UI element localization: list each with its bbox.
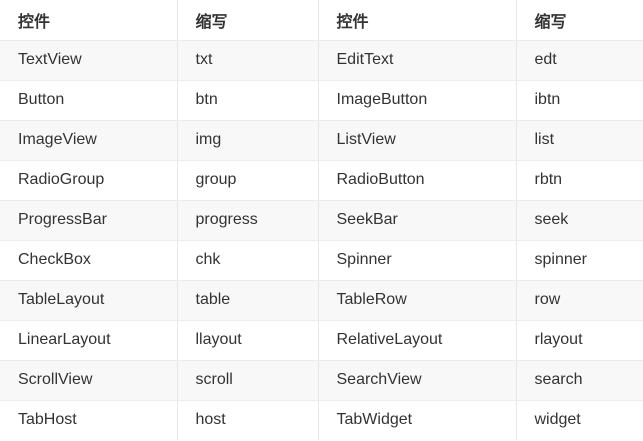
table-cell: ibtn: [516, 80, 643, 121]
table-cell: RadioButton: [318, 160, 517, 201]
table-cell: ScrollView: [0, 360, 178, 401]
table-cell: TextView: [0, 40, 178, 81]
table-cell: chk: [177, 240, 319, 281]
table-cell: TabHost: [0, 400, 178, 440]
table-row: ProgressBar progress SeekBar seek: [0, 200, 643, 241]
table-cell: ImageView: [0, 120, 178, 161]
table-cell: Button: [0, 80, 178, 121]
table-cell: SearchView: [318, 360, 517, 401]
header-widget-1: 控件: [0, 0, 178, 41]
table-cell: edt: [516, 40, 643, 81]
table-cell: TabWidget: [318, 400, 517, 440]
table-cell: RadioGroup: [0, 160, 178, 201]
table-cell: progress: [177, 200, 319, 241]
table-cell: host: [177, 400, 319, 440]
table-cell: seek: [516, 200, 643, 241]
table-cell: rlayout: [516, 320, 643, 361]
table-cell: llayout: [177, 320, 319, 361]
table-cell: CheckBox: [0, 240, 178, 281]
header-abbr-2: 缩写: [516, 0, 643, 41]
table-cell: rbtn: [516, 160, 643, 201]
table-row: RadioGroup group RadioButton rbtn: [0, 160, 643, 201]
table-row: Button btn ImageButton ibtn: [0, 80, 643, 121]
table-header-row: 控件 缩写 控件 缩写: [0, 0, 643, 41]
table-cell: widget: [516, 400, 643, 440]
table-cell: txt: [177, 40, 319, 81]
table-cell: scroll: [177, 360, 319, 401]
table-row: TableLayout table TableRow row: [0, 280, 643, 321]
table-cell: group: [177, 160, 319, 201]
table-cell: spinner: [516, 240, 643, 281]
table-cell: LinearLayout: [0, 320, 178, 361]
table-cell: search: [516, 360, 643, 401]
table-cell: table: [177, 280, 319, 321]
table-cell: ListView: [318, 120, 517, 161]
table-cell: ImageButton: [318, 80, 517, 121]
table-row: ScrollView scroll SearchView search: [0, 360, 643, 401]
header-widget-2: 控件: [318, 0, 517, 41]
header-abbr-1: 缩写: [177, 0, 319, 41]
table-cell: EditText: [318, 40, 517, 81]
table-cell: ProgressBar: [0, 200, 178, 241]
table-cell: Spinner: [318, 240, 517, 281]
table-row: LinearLayout llayout RelativeLayout rlay…: [0, 320, 643, 361]
table-cell: TableLayout: [0, 280, 178, 321]
table-cell: list: [516, 120, 643, 161]
table-cell: btn: [177, 80, 319, 121]
table-cell: row: [516, 280, 643, 321]
table-row: TextView txt EditText edt: [0, 40, 643, 81]
table-row: ImageView img ListView list: [0, 120, 643, 161]
table-cell: SeekBar: [318, 200, 517, 241]
table-row: TabHost host TabWidget widget: [0, 400, 643, 440]
table-cell: TableRow: [318, 280, 517, 321]
table-cell: img: [177, 120, 319, 161]
table-row: CheckBox chk Spinner spinner: [0, 240, 643, 281]
table-cell: RelativeLayout: [318, 320, 517, 361]
